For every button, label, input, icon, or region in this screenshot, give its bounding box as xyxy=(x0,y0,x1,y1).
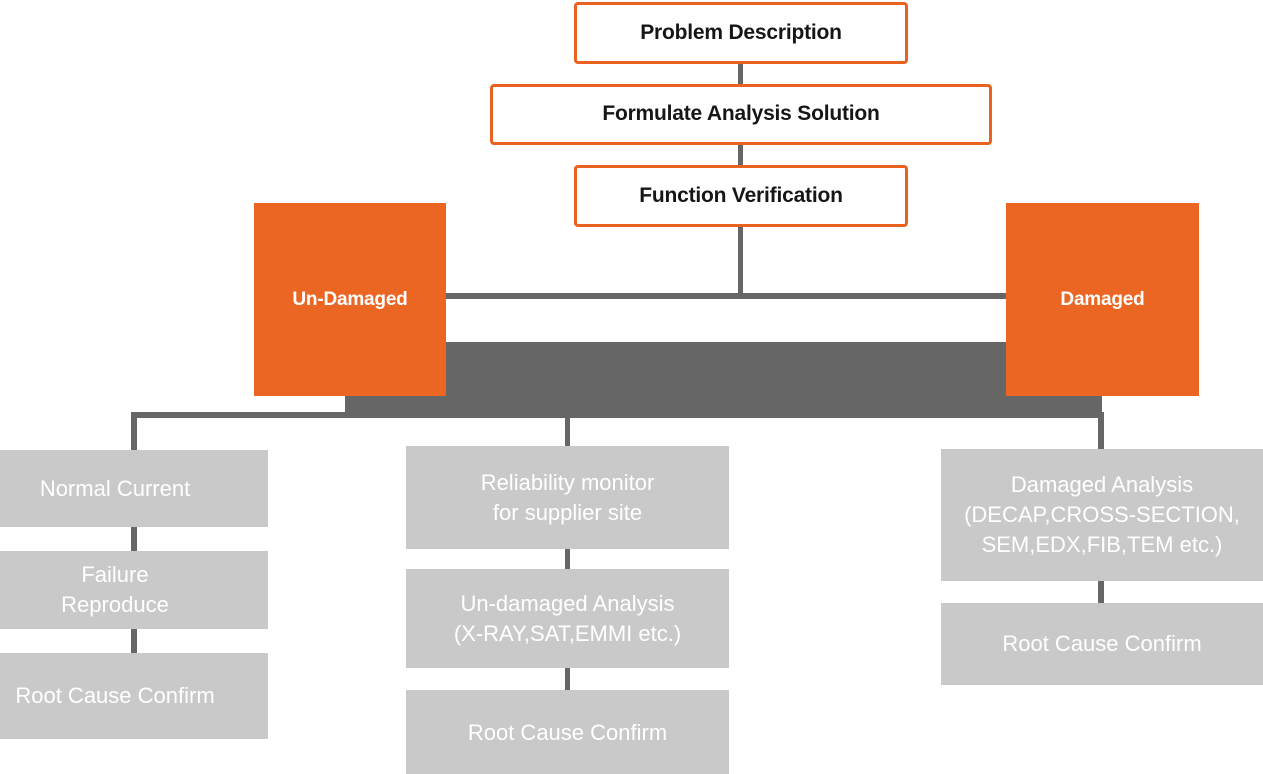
connector-damaged-analysis-to-root-cause xyxy=(1098,581,1104,603)
connector-drop-left-column xyxy=(131,412,137,451)
connector-formulate-to-function xyxy=(738,144,743,166)
decision-box-label: Damaged xyxy=(1060,288,1145,310)
step-box-root-cause-confirm-right[interactable]: Root Cause Confirm xyxy=(941,603,1263,685)
decision-box-un-damaged[interactable]: Un-Damaged xyxy=(254,203,446,396)
connector-un-damaged-analysis-to-root-cause xyxy=(565,668,570,690)
step-box-label: Damaged Analysis (DECAP,CROSS-SECTION, S… xyxy=(964,472,1240,557)
process-box-problem-description[interactable]: Problem Description xyxy=(574,2,908,64)
connector-problem-to-formulate xyxy=(738,64,743,85)
step-box-un-damaged-analysis[interactable]: Un-damaged Analysis (X-RAY,SAT,EMMI etc.… xyxy=(406,569,729,668)
process-box-label: Function Verification xyxy=(639,183,843,207)
process-box-formulate-analysis-solution[interactable]: Formulate Analysis Solution xyxy=(490,84,992,145)
connector-reliability-monitor-to-un-damaged-analysis xyxy=(565,549,570,569)
connector-horizontal-split-bar xyxy=(440,293,1012,299)
branch-slab-main xyxy=(446,342,1102,396)
step-box-label: Root Cause Confirm xyxy=(15,683,215,709)
process-box-function-verification[interactable]: Function Verification xyxy=(574,165,908,227)
step-box-root-cause-confirm-middle[interactable]: Root Cause Confirm xyxy=(406,690,729,774)
step-box-label: Failure Reproduce xyxy=(61,562,169,617)
step-box-reliability-monitor[interactable]: Reliability monitor for supplier site xyxy=(406,446,729,549)
step-box-damaged-analysis[interactable]: Damaged Analysis (DECAP,CROSS-SECTION, S… xyxy=(941,449,1263,581)
step-box-label: Root Cause Confirm xyxy=(467,720,668,746)
step-box-label: Reliability monitor for supplier site xyxy=(480,469,655,525)
decision-box-label: Un-Damaged xyxy=(292,288,408,310)
decision-box-damaged[interactable]: Damaged xyxy=(1006,203,1199,396)
step-box-label: Normal Current xyxy=(39,475,191,501)
connector-failure-reproduce-to-root-cause xyxy=(131,629,137,653)
step-box-failure-reproduce[interactable]: Failure Reproduce xyxy=(0,551,268,629)
connector-normal-current-to-failure-reproduce xyxy=(131,527,137,551)
step-box-normal-current[interactable]: Normal Current xyxy=(0,450,268,527)
process-box-label: Problem Description xyxy=(640,20,842,44)
step-box-label: Root Cause Confirm xyxy=(1002,631,1202,657)
branch-slab-lower xyxy=(345,396,1102,417)
connector-drop-right-column xyxy=(1098,412,1104,450)
process-box-label: Formulate Analysis Solution xyxy=(602,102,880,126)
connector-function-to-split xyxy=(738,226,743,298)
step-box-label: Un-damaged Analysis (X-RAY,SAT,EMMI etc.… xyxy=(453,590,682,646)
step-box-root-cause-confirm-left[interactable]: Root Cause Confirm xyxy=(0,653,268,739)
connector-drop-middle-column xyxy=(565,412,570,447)
